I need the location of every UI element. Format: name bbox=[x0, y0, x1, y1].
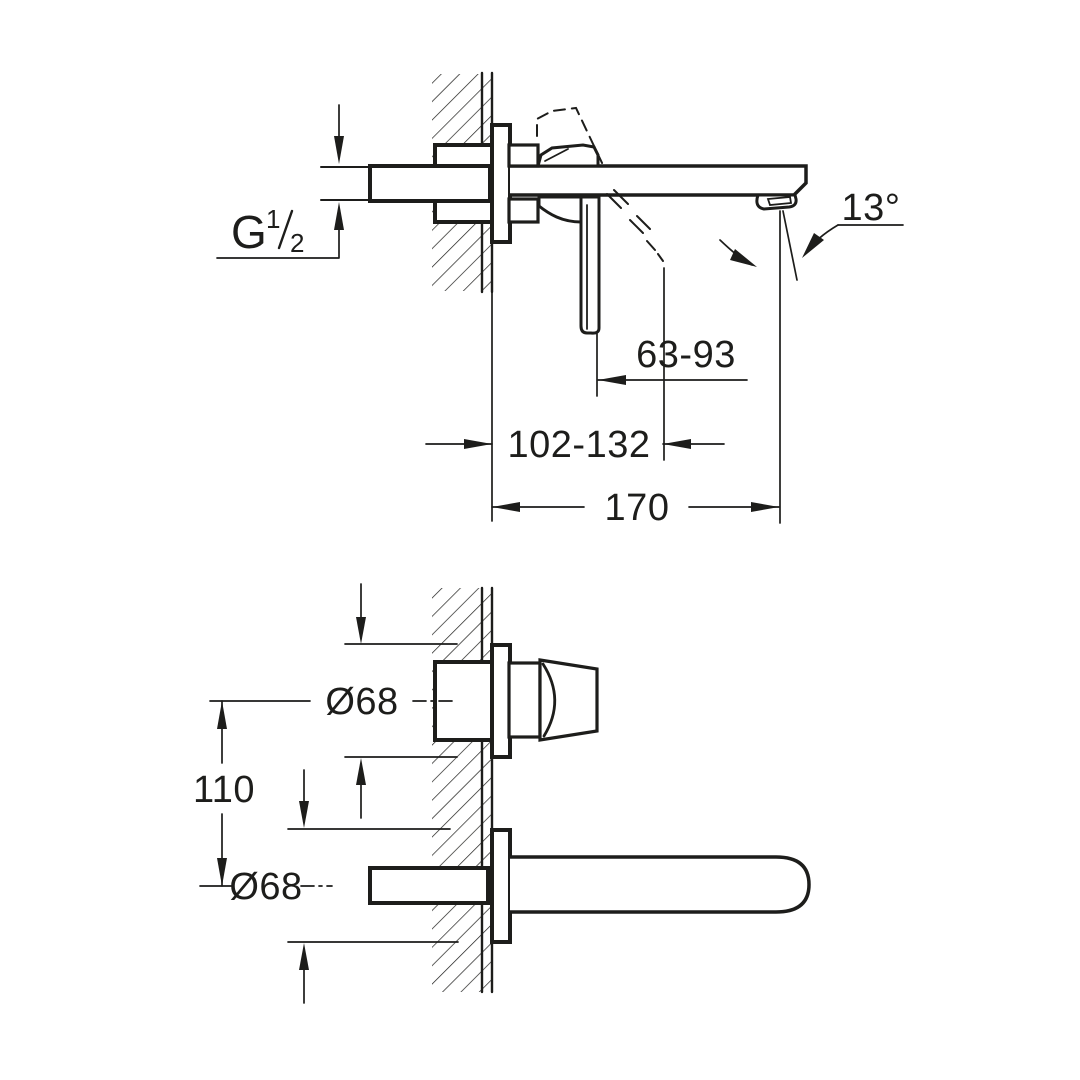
arrow-dia-bottom-up bbox=[299, 943, 309, 970]
dim-label-dia-top: Ø68 bbox=[325, 681, 398, 723]
escutcheon-side bbox=[490, 123, 512, 244]
dim-label-angle: 13° bbox=[842, 187, 901, 229]
dim-label-102-132: 102-132 bbox=[508, 424, 651, 466]
thread-fraction-slash bbox=[277, 209, 294, 250]
aerator bbox=[755, 193, 798, 211]
dimension-labels: G 1 2 63-93 102-132 170 13° Ø68 110 Ø68 bbox=[193, 187, 901, 908]
movement-ticks bbox=[606, 189, 664, 262]
lever-handle-closed bbox=[536, 143, 600, 168]
dim-label-dia-bottom: Ø68 bbox=[229, 866, 302, 908]
arrow-angle-right bbox=[802, 233, 824, 258]
dim-lines-thread bbox=[216, 104, 340, 259]
arrow-102-132-right bbox=[663, 439, 691, 449]
dim-label-170: 170 bbox=[605, 487, 670, 529]
handle-escutcheon bbox=[490, 643, 512, 759]
lever-knuckle bbox=[537, 195, 583, 224]
dim-label-110: 110 bbox=[193, 769, 255, 811]
arrow-170-left bbox=[492, 502, 520, 512]
cartridge-upper-block bbox=[507, 143, 540, 168]
cartridge-lower-block bbox=[507, 197, 540, 224]
side-view bbox=[216, 71, 904, 524]
arrow-110-up bbox=[217, 701, 227, 729]
arrow-110-down bbox=[217, 858, 227, 886]
thread-label-numerator: 1 bbox=[266, 204, 280, 234]
arrow-dia-top-up bbox=[356, 758, 366, 785]
arrow-thread-up bbox=[334, 202, 344, 230]
supply-pipe-nipple bbox=[320, 166, 371, 201]
thread-label-denominator: 2 bbox=[290, 228, 304, 258]
arrowheads bbox=[217, 136, 824, 970]
supply-pipe-body bbox=[368, 164, 492, 203]
front-view bbox=[199, 583, 811, 1004]
arrow-102-132-left bbox=[464, 439, 492, 449]
handle-knob-arc bbox=[541, 662, 557, 738]
spout-escutcheon bbox=[490, 828, 512, 944]
spout-front bbox=[508, 855, 811, 914]
aerator-slot bbox=[766, 196, 793, 206]
arrow-dia-bottom-down bbox=[299, 801, 309, 828]
lever-blade bbox=[579, 195, 601, 335]
dim-label-63-93: 63-93 bbox=[636, 334, 736, 376]
handle-neck bbox=[507, 661, 542, 739]
arrow-63-93-left bbox=[598, 375, 626, 385]
spout-mount-body bbox=[368, 866, 490, 905]
lever-handle-raised-dashed bbox=[536, 106, 604, 166]
thread-label-letter: G bbox=[231, 206, 267, 258]
handle-knob bbox=[538, 658, 599, 742]
lever-handle-detail-line bbox=[544, 148, 569, 162]
angle-tilted-line bbox=[782, 210, 798, 281]
diameter-arrow-shafts bbox=[303, 583, 362, 1004]
arrow-thread-down bbox=[334, 136, 344, 164]
spout-side bbox=[508, 164, 808, 197]
arrow-dia-top-down bbox=[356, 617, 366, 644]
arrow-170-right bbox=[751, 502, 779, 512]
arrow-angle-left bbox=[730, 249, 757, 267]
